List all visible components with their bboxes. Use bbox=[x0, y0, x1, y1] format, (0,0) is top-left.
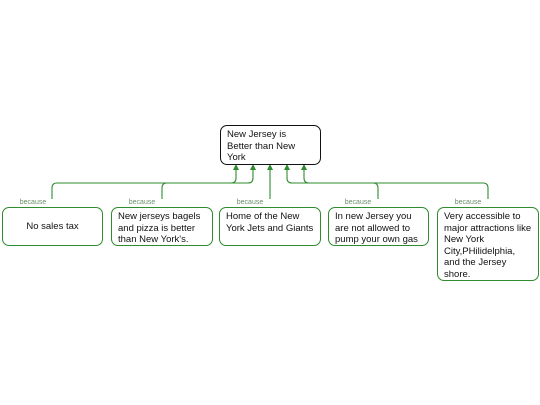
subtopic-node-attractions[interactable]: Very accessible to major attractions lik… bbox=[437, 207, 539, 281]
root-topic-text: New Jersey is Better than New York bbox=[227, 129, 296, 163]
subtopic-node-bagels-pizza[interactable]: New jerseys bagels and pizza is better t… bbox=[111, 207, 213, 246]
connector-line-5 bbox=[303, 164, 489, 207]
subtopic-text: Very accessible to major attractions lik… bbox=[444, 211, 532, 280]
connector-label-4: because bbox=[328, 199, 388, 207]
connector-label-5: because bbox=[438, 199, 498, 207]
subtopic-text: New jerseys bagels and pizza is better t… bbox=[118, 211, 201, 245]
connector-label-2: because bbox=[112, 199, 172, 207]
connector-label-3: because bbox=[220, 199, 280, 207]
connector-label-1: because bbox=[3, 199, 63, 207]
connector-line-2 bbox=[161, 164, 254, 207]
root-topic-node[interactable]: New Jersey is Better than New York bbox=[220, 125, 321, 165]
subtopic-text: In new Jersey you are not allowed to pum… bbox=[335, 211, 418, 245]
subtopic-text: No sales tax bbox=[26, 220, 79, 232]
subtopic-text: Home of the New York Jets and Giants bbox=[226, 211, 314, 234]
subtopic-node-jets-giants[interactable]: Home of the New York Jets and Giants bbox=[219, 207, 321, 246]
connector-line-1 bbox=[51, 164, 237, 207]
subtopic-node-pump-gas[interactable]: In new Jersey you are not allowed to pum… bbox=[328, 207, 429, 246]
subtopic-node-sales-tax[interactable]: No sales tax bbox=[2, 207, 103, 246]
